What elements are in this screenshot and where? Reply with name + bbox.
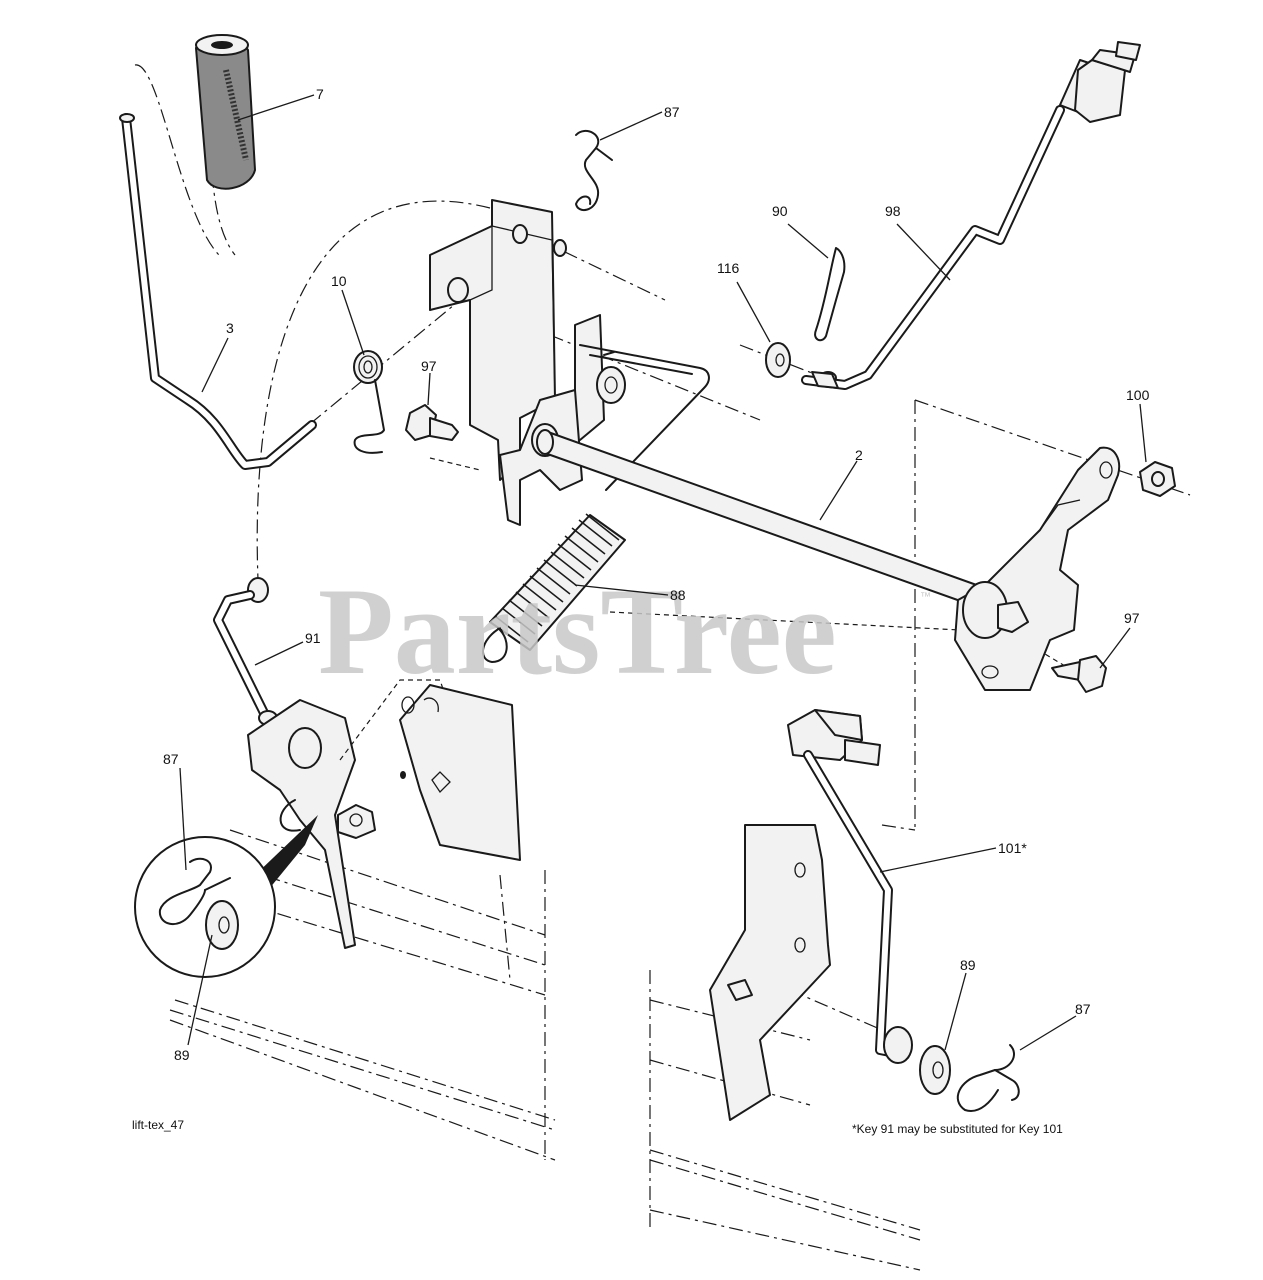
shoulder-bolt-right [1051,655,1107,693]
callout-100: 100 [1126,387,1150,403]
lift-link-91 [213,577,278,726]
hair-pin-clip-top [575,129,613,212]
callout-89-right: 89 [960,957,976,973]
watermark-text: PartsTree [318,563,837,700]
callout-3: 3 [226,320,234,336]
lift-lever [119,113,317,470]
torsion-spring [353,350,385,454]
lift-link-101 [787,709,913,1064]
extension-spring [482,513,626,663]
watermark-trademark: ™ [920,591,931,603]
callouts: 7 87 90 98 116 10 3 97 100 2 88 91 97 87… [163,86,1150,1063]
pivot-weldment [499,314,710,526]
lift-arm-left [247,679,521,949]
leader-lines [179,94,1147,1051]
lift-arm-right [954,446,1120,691]
handle-grip [194,34,257,190]
detail-inset [134,815,318,978]
callout-7: 7 [316,86,324,102]
hair-pin-clip-right [956,1044,1020,1112]
washer-116 [765,342,791,378]
callout-87-top: 87 [664,104,680,120]
callout-97-left: 97 [421,358,437,374]
hex-nut [1139,461,1176,497]
callout-98: 98 [885,203,901,219]
washer-89-right [919,1045,951,1095]
callout-91: 91 [305,630,321,646]
callout-116: 116 [717,260,740,276]
drawing-id: lift-tex_47 [132,1118,184,1132]
footnote: *Key 91 may be substituted for Key 101 [852,1122,1063,1136]
callout-90: 90 [772,203,788,219]
pivot-bracket [429,199,567,481]
callout-101: 101* [998,840,1027,856]
callout-97-right: 97 [1124,610,1140,626]
height-adjust-rod [801,41,1141,390]
callout-89-left: 89 [174,1047,190,1063]
callout-10: 10 [331,273,347,289]
side-plate-right [709,824,831,1121]
callout-2: 2 [855,447,863,463]
callout-88: 88 [670,587,686,603]
spring-pin-90 [811,247,846,389]
shoulder-bolt-left [405,404,459,441]
callout-87-right: 87 [1075,1001,1091,1017]
callout-87-left: 87 [163,751,179,767]
